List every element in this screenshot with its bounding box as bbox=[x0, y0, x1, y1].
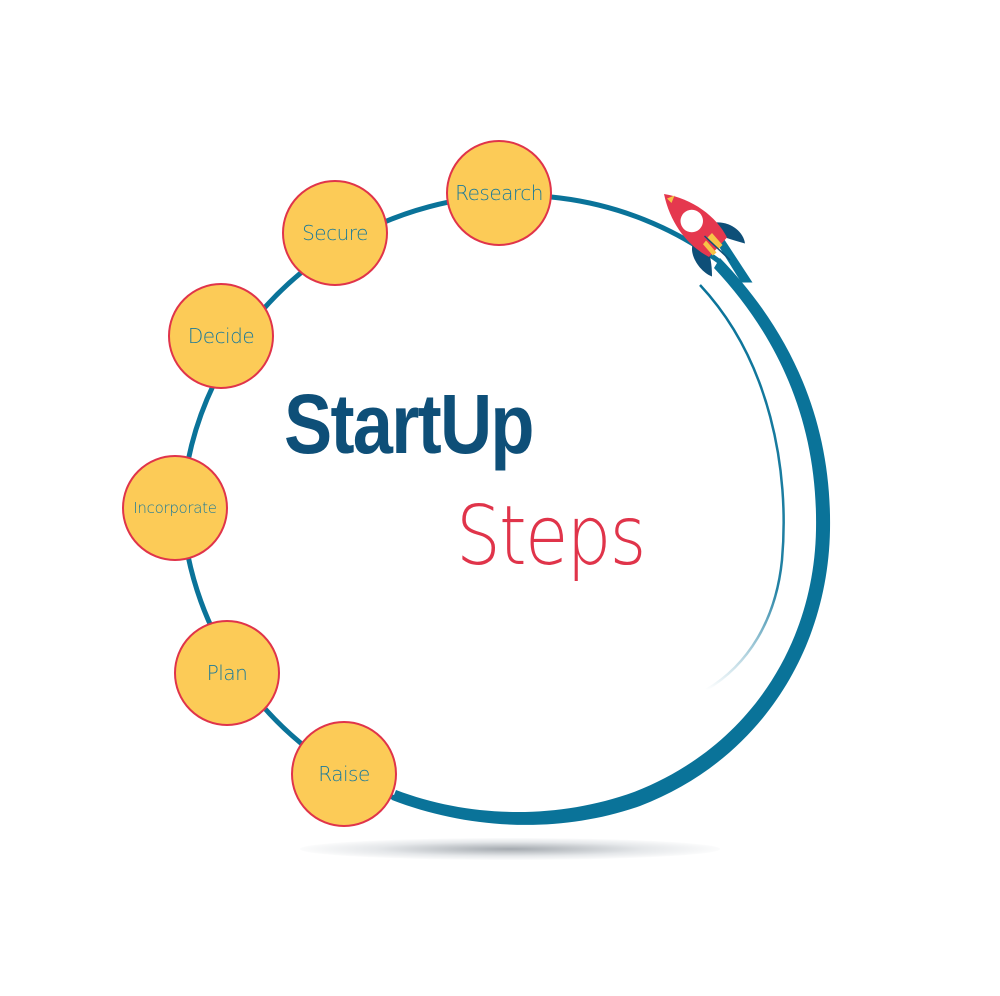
step-research: Research bbox=[446, 140, 552, 246]
step-plan: Plan bbox=[174, 620, 280, 726]
ground-shadow bbox=[300, 838, 720, 860]
title-steps: Steps bbox=[456, 489, 646, 584]
step-raise: Raise bbox=[291, 721, 397, 827]
step-label: Incorporate bbox=[133, 499, 217, 517]
step-label: Research bbox=[455, 181, 543, 205]
step-label: Secure bbox=[302, 221, 368, 245]
step-secure: Secure bbox=[282, 180, 388, 286]
step-label: Raise bbox=[318, 762, 370, 786]
rocket-trail bbox=[699, 284, 785, 692]
step-decide: Decide bbox=[168, 283, 274, 389]
rocket-icon bbox=[664, 194, 753, 283]
step-incorporate: Incorporate bbox=[122, 455, 228, 561]
title-startup: StartUp bbox=[284, 377, 535, 471]
step-label: Decide bbox=[187, 324, 255, 348]
step-label: Plan bbox=[206, 661, 248, 685]
